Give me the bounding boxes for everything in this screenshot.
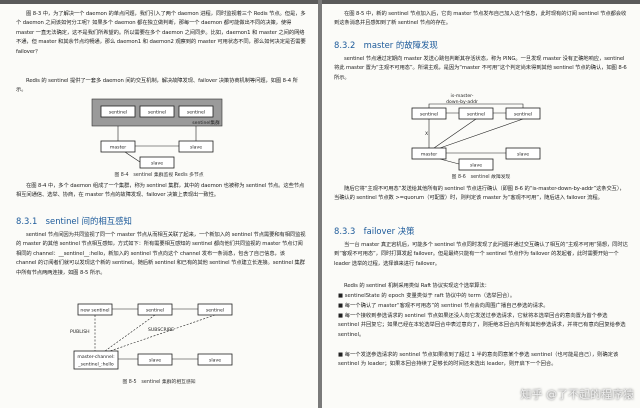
master-channel-node	[73, 350, 119, 370]
sentinel-label: sentinel	[146, 308, 164, 314]
slave-label: slave	[470, 163, 482, 169]
slave-node	[178, 140, 214, 153]
watermark: 知乎 @了不起的程序猿	[520, 388, 635, 401]
section-heading: 8.3.2 master 的故障发现	[334, 40, 438, 50]
slave-label: slave	[149, 358, 161, 364]
paragraph: Redis 的 sentinel 机制采用类似 Raft 协议实现这个选举算法：	[344, 283, 490, 289]
master-channel-label: master-channel:	[77, 354, 115, 360]
sentinel-label: sentinel	[206, 308, 224, 314]
figure-caption: 图 8-4 sentinel 集群监视 Redis 多节点	[114, 173, 204, 178]
new-sentinel-label: new sentinel	[80, 308, 109, 314]
master-node	[411, 147, 447, 160]
bullet-item: ■ 每一个确认了 master“客观不可用态”的 sentinel 节点会向周围…	[338, 303, 549, 309]
sentinel-node	[100, 105, 136, 118]
figure-8-5: new sentinel sentinel sentinel PUBLISH S…	[70, 303, 233, 370]
figure-caption: 图 8-6 sentinel 故障发现	[451, 175, 511, 180]
paragraph: 在图 8-5 中，新的 sentinel 节点加入后，它向 master 节点发…	[334, 11, 627, 27]
slave-node	[458, 158, 494, 171]
master-label: master	[421, 152, 437, 158]
top-label: is-master-	[451, 93, 474, 99]
slave-node	[139, 156, 175, 169]
channel-name-label: _sentinel_:hello	[77, 362, 114, 368]
paragraph: 随后它将“主观不可用态”发送给其他所有的 sentinel 节点进行确认（即图 …	[334, 186, 625, 202]
paragraph: 图 8-3 中，为了解决一个 daemon 的单点问题，我们引入了两个 daem…	[16, 11, 306, 55]
bullet-item: ■ sentinelState 的 epoch 变量类似于 raft 协议中的 …	[338, 293, 516, 299]
section-heading: 8.3.1 sentinel 间的相互感知	[16, 216, 132, 226]
cluster-label: sentinel集群	[192, 119, 220, 126]
figure-8-4: sentinel sentinel sentinel sentinel集群 ma…	[91, 98, 223, 169]
bullet-item: ■ 每一个发送参选请求的 sentinel 节点如果收到了超过 1 半的意向同意…	[338, 352, 619, 368]
sentinel-label: sentinel	[420, 112, 438, 118]
slave-label: slave	[190, 145, 202, 151]
slave-node	[197, 353, 233, 366]
paragraph: 在图 8-4 中，多个 daemon 组成了一个集群，称为 sentinel 集…	[16, 183, 305, 199]
figure-8-6: is-master- down-by-addr sentinel sentine…	[411, 93, 541, 171]
bullet-item: ■ 每一个接收到参选请求的 sentinel 节点如果还没人向它发送过参选请求，…	[338, 313, 626, 338]
sentinel-label: sentinel	[514, 112, 532, 118]
subscribe-label: SUBSCRIBE	[148, 327, 174, 333]
slave-node	[505, 147, 541, 160]
page-top-shadow	[0, 0, 318, 4]
left-page: 图 8-3 中，为了解决一个 daemon 的单点问题，我们引入了两个 daem…	[0, 0, 318, 408]
paragraph: sentinel 节点通过定期向 master 发送心跳包判断其存活状态，称为 …	[334, 56, 627, 81]
page-top-shadow	[322, 0, 640, 4]
slave-label: slave	[209, 358, 221, 364]
paragraph: 当一台 master 真正宕机后，可能多个 sentinel 节点同时发现了此问…	[334, 242, 628, 267]
sentinel-label: sentinel	[467, 112, 485, 118]
sentinel-label: sentinel	[187, 110, 205, 116]
figure-caption: 图 8-5 sentinel 集群的相互感知	[122, 380, 196, 385]
master-label: master	[110, 145, 126, 151]
slave-node	[137, 353, 173, 366]
slave-label: slave	[517, 152, 529, 158]
right-page: 在图 8-5 中，新的 sentinel 节点加入后，它向 master 节点发…	[322, 0, 640, 408]
master-node	[100, 140, 136, 153]
section-heading: 8.3.3 failover 决策	[334, 226, 415, 236]
x-mark: X	[425, 131, 428, 137]
sentinel-node	[139, 105, 175, 118]
top-label: down-by-addr	[446, 99, 478, 105]
paragraph: Redis 的 sentinel 提供了一套多 daemon 间的交互机制，解决…	[16, 78, 298, 94]
sentinel-label: sentinel	[109, 110, 127, 116]
paragraph: sentinel 节点间因为共同监视了同一个 master 节点从而相互关联了起…	[16, 232, 306, 276]
slave-label: slave	[151, 161, 163, 167]
publish-label: PUBLISH	[70, 329, 90, 335]
sentinel-label: sentinel	[148, 110, 166, 116]
sentinel-node	[178, 105, 214, 118]
